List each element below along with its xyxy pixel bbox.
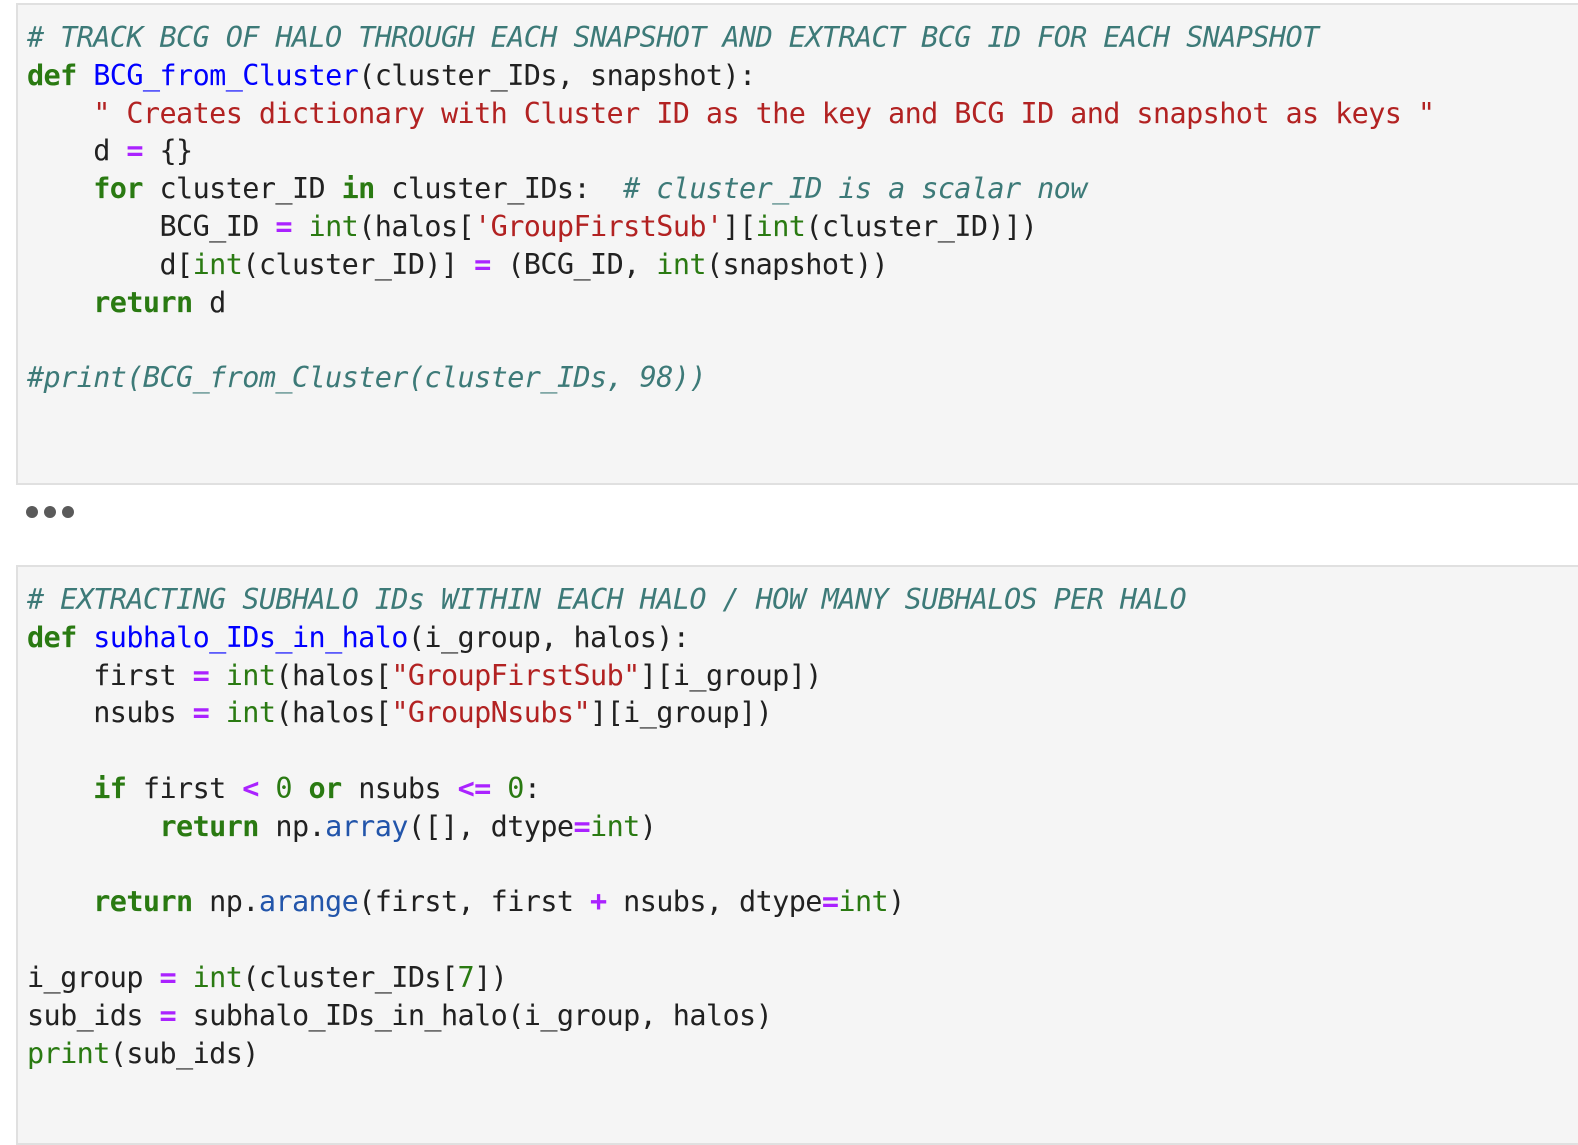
code-text: first xyxy=(126,771,243,805)
builtin: int xyxy=(755,209,806,243)
indent xyxy=(27,810,159,843)
indent xyxy=(27,97,93,130)
code-text: nsubs, dtype xyxy=(606,885,822,919)
code-text: i_group xyxy=(27,960,160,994)
docstring: " Creates dictionary with Cluster ID as … xyxy=(93,96,1435,130)
indent xyxy=(27,772,93,805)
code-text: ]) xyxy=(474,960,508,994)
code-comment: # TRACK BCG OF HALO THROUGH EACH SNAPSHO… xyxy=(27,21,1319,54)
code-text: {} xyxy=(142,134,193,168)
code-editor[interactable]: # TRACK BCG OF HALO THROUGH EACH SNAPSHO… xyxy=(18,5,1578,397)
indent xyxy=(27,286,93,319)
builtin: int xyxy=(192,960,243,994)
operator: + xyxy=(590,885,607,919)
operator: = xyxy=(474,247,491,281)
code-text: d xyxy=(27,134,127,168)
code-text: np. xyxy=(192,885,259,919)
code-text: (i_group, halos): xyxy=(407,620,690,654)
keyword: or xyxy=(308,771,343,805)
builtin: int xyxy=(838,885,889,919)
keyword: return xyxy=(93,885,193,919)
code-text: d xyxy=(192,285,226,319)
code-text: (halos[ xyxy=(275,696,392,730)
code-text: cluster_IDs: xyxy=(374,172,624,206)
code-text: (sub_ids) xyxy=(109,1036,260,1070)
builtin: int xyxy=(590,809,640,843)
ellipsis-dot-icon xyxy=(44,506,56,518)
indent xyxy=(27,172,93,205)
code-editor[interactable]: # EXTRACTING SUBHALO IDs WITHIN EACH HAL… xyxy=(18,567,1578,1072)
code-comment: # EXTRACTING SUBHALO IDs WITHIN EACH HAL… xyxy=(27,583,1187,616)
code-text: subhalo_IDs_in_halo(i_group, halos) xyxy=(176,998,773,1032)
code-text: nsubs xyxy=(341,771,458,805)
keyword: for xyxy=(93,172,143,206)
operator: = xyxy=(573,809,591,843)
code-text: (first, first xyxy=(358,885,591,919)
code-text: : xyxy=(523,771,541,805)
code-text: sub_ids xyxy=(27,998,160,1032)
code-text: d[ xyxy=(27,247,193,281)
operator: = xyxy=(821,885,839,919)
code-cell-bcg-from-cluster[interactable]: # TRACK BCG OF HALO THROUGH EACH SNAPSHO… xyxy=(16,3,1578,485)
number-literal: 7 xyxy=(457,960,475,994)
keyword: return xyxy=(159,809,259,843)
operator: <= xyxy=(457,771,492,805)
operator: = xyxy=(159,998,177,1032)
builtin: int xyxy=(225,658,276,692)
code-text: first xyxy=(27,658,193,692)
code-text: (cluster_IDs[ xyxy=(242,960,458,994)
code-text: nsubs xyxy=(27,696,193,730)
code-text: (cluster_ID)] xyxy=(242,247,475,281)
code-text: np. xyxy=(258,809,326,843)
code-text: (halos[ xyxy=(358,209,475,243)
code-cell-subhalo-ids[interactable]: # EXTRACTING SUBHALO IDs WITHIN EACH HAL… xyxy=(16,565,1578,1145)
builtin: int xyxy=(192,247,243,281)
function-name: subhalo_IDs_in_halo xyxy=(93,620,408,654)
operator: = xyxy=(192,696,210,730)
string-literal: 'GroupFirstSub' xyxy=(474,209,723,243)
keyword: in xyxy=(341,172,376,206)
attribute: arange xyxy=(258,885,359,919)
builtin: print xyxy=(27,1036,110,1070)
number-literal: 0 xyxy=(275,771,292,805)
ellipsis-dot-icon xyxy=(26,506,38,518)
code-text: (BCG_ID, xyxy=(490,247,657,281)
operator: = xyxy=(192,658,210,692)
code-text: ) xyxy=(888,885,905,919)
operator: = xyxy=(275,209,292,243)
string-literal: "GroupFirstSub" xyxy=(391,658,640,692)
code-comment: # cluster_ID is a scalar now xyxy=(623,172,1087,206)
function-name: BCG_from_Cluster xyxy=(93,58,359,92)
attribute: array xyxy=(325,809,408,843)
operator: = xyxy=(126,134,143,168)
code-text: ([], dtype xyxy=(407,809,574,843)
builtin: int xyxy=(308,209,359,243)
ellipsis-dot-icon xyxy=(62,506,74,518)
builtin: int xyxy=(656,247,706,281)
builtin: int xyxy=(225,696,276,730)
code-text: (halos[ xyxy=(275,658,392,692)
indent xyxy=(27,885,93,918)
keyword: return xyxy=(93,285,193,319)
keyword: if xyxy=(93,771,127,805)
keyword: def xyxy=(27,620,77,654)
code-text: BCG_ID xyxy=(27,209,276,243)
number-literal: 0 xyxy=(507,771,524,805)
code-text: (snapshot)) xyxy=(705,247,889,281)
code-text: (cluster_ID)]) xyxy=(805,209,1038,243)
code-comment: #print(BCG_from_Cluster(cluster_IDs, 98)… xyxy=(27,361,707,395)
code-text: cluster_ID xyxy=(142,172,342,206)
collapsed-output-toggle[interactable] xyxy=(26,506,74,518)
string-literal: "GroupNsubs" xyxy=(391,696,591,730)
operator: < xyxy=(242,771,259,805)
operator: = xyxy=(159,960,177,994)
keyword: def xyxy=(27,58,77,92)
code-text: ][i_group]) xyxy=(639,658,823,692)
code-text: ][i_group]) xyxy=(590,696,773,730)
code-text: ][ xyxy=(722,209,757,243)
code-text: ) xyxy=(639,809,657,843)
code-text: (cluster_IDs, snapshot): xyxy=(358,58,756,92)
